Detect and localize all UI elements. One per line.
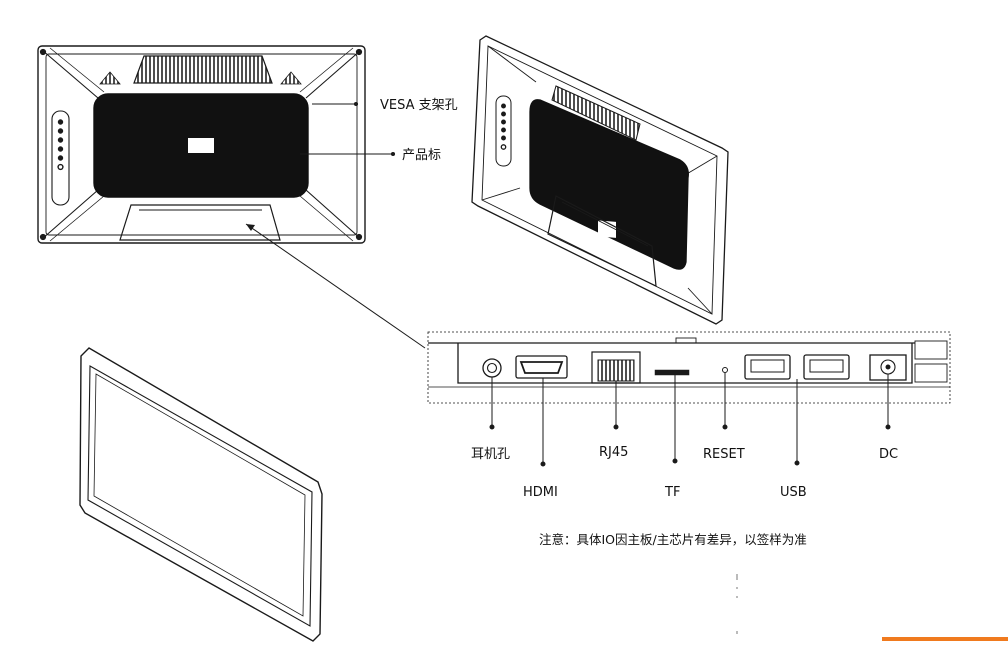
io-variation-note: 注意：具体IO因主板/主芯片有差异，以签样为准	[539, 532, 807, 547]
io-panel	[427, 331, 951, 404]
perspective-back-view	[471, 35, 729, 325]
vesa-mount-label: VESA 支架孔	[380, 98, 458, 113]
arrow-head-icon	[246, 224, 255, 231]
front-view	[79, 347, 323, 642]
reset-label: RESET	[703, 447, 745, 462]
zoom-connector-line	[245, 223, 426, 349]
callout-lines	[300, 101, 396, 157]
product-label-callout: 产品标	[402, 148, 442, 163]
back-view	[37, 45, 366, 244]
port-leader-lines	[489, 373, 891, 467]
earphone-port-label: 耳机孔	[471, 447, 511, 462]
accent-bar	[882, 637, 1008, 641]
rj45-port-label: RJ45	[599, 445, 629, 460]
usb-port-label: USB	[780, 485, 807, 500]
dc-port-label: DC	[879, 447, 899, 462]
hdmi-port-label: HDMI	[523, 485, 558, 500]
tf-port-label: TF	[665, 485, 681, 500]
